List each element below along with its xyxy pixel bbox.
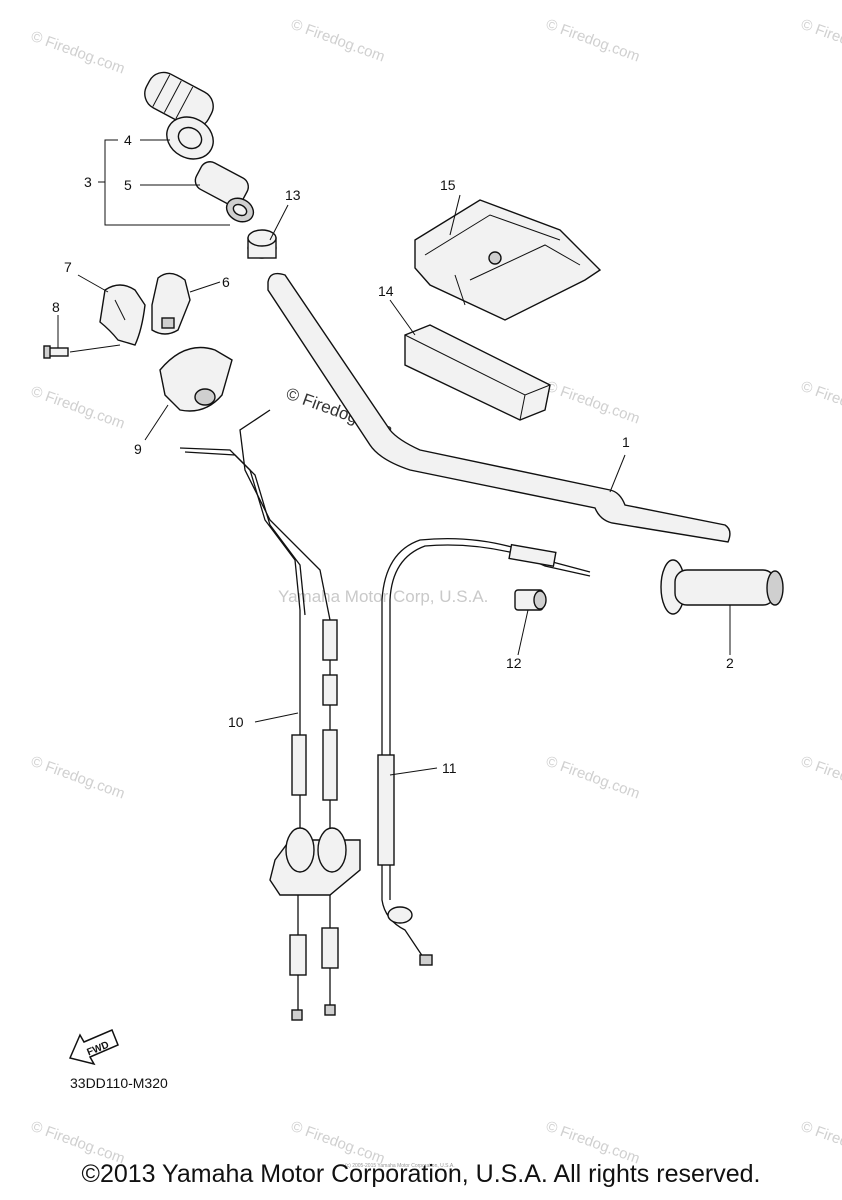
left-grip-assembly	[144, 71, 255, 223]
watermark: © Firedog.com	[799, 753, 842, 803]
callout-1: 1	[622, 434, 630, 450]
callout-2: 2	[726, 655, 734, 671]
handlebar-1	[267, 272, 731, 543]
callout-4: 4	[124, 132, 132, 148]
watermark: © Firedog.com	[29, 383, 127, 433]
watermark: © Firedog.com	[29, 753, 127, 803]
callout-6: 6	[222, 274, 230, 290]
callout-9: 9	[134, 441, 142, 457]
watermark: © Firedog.com	[29, 28, 127, 78]
screw-8	[43, 345, 69, 359]
callout-15: 15	[440, 177, 456, 193]
watermark: © Firedog.com	[799, 16, 842, 66]
tiny-credit: (c) 2005-2015 Yamaha Motor Corporation, …	[345, 1163, 455, 1169]
handlebar-pad-cover-15	[414, 199, 602, 321]
fwd-arrow-icon: FWD	[68, 1029, 119, 1066]
callout-10: 10	[228, 714, 244, 730]
diagram-code: 33DD110-M320	[70, 1075, 168, 1091]
switch-housing-6	[151, 272, 191, 335]
switch-housing-7	[99, 284, 146, 346]
throttle-housing-9	[159, 346, 233, 412]
watermark: © Firedog.com	[544, 753, 642, 803]
watermark: © Firedog.com	[799, 378, 842, 428]
callout-12: 12	[506, 655, 522, 671]
collar-13	[247, 229, 277, 259]
watermark: © Firedog.com	[289, 16, 387, 66]
right-grip-2	[660, 559, 784, 615]
callout-13: 13	[285, 187, 301, 203]
callout-3: 3	[84, 174, 92, 190]
watermark: © Firedog.com	[544, 378, 642, 428]
throttle-cables-10	[179, 409, 361, 1021]
watermark-yamaha: Yamaha Motor Corp, U.S.A.	[278, 587, 488, 606]
leader-lines	[57, 139, 731, 776]
callout-14: 14	[378, 283, 394, 299]
callout-8: 8	[52, 299, 60, 315]
copyright-notice: ©2013 Yamaha Motor Corporation, U.S.A. A…	[81, 1160, 761, 1188]
callout-11: 11	[442, 760, 457, 776]
callout-labels: 1 2 3 4 5 6 7 8 9 10 11 12 13 14 15	[52, 132, 734, 776]
watermark: © Firedog.com	[544, 16, 642, 66]
clutch-cable-11	[377, 537, 591, 966]
callout-7: 7	[64, 259, 72, 275]
adjuster-12	[514, 589, 547, 611]
handlebar-pad-14	[404, 324, 551, 421]
callout-5: 5	[124, 177, 132, 193]
